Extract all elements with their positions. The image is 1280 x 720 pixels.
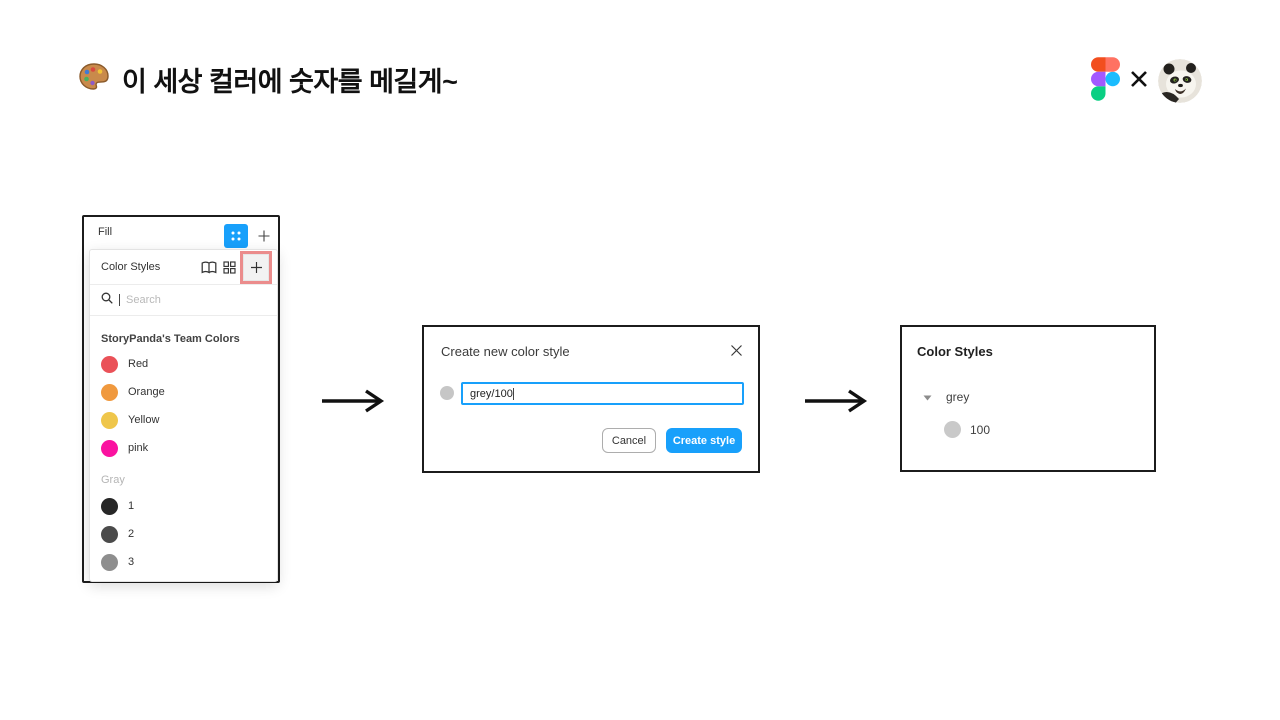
color-style-item-yellow[interactable]: Yellow: [101, 406, 266, 434]
color-style-item-1[interactable]: 1: [101, 492, 266, 520]
color-swatch: [101, 383, 118, 401]
palette-icon: [78, 62, 110, 97]
figma-logo: [1091, 56, 1120, 106]
color-styles-result-panel: Color Styles grey 100: [900, 325, 1156, 472]
dialog-buttons: Cancel Create style: [602, 428, 742, 453]
fill-panel: Fill Color Styles Search: [82, 215, 280, 583]
add-color-style-button[interactable]: [243, 253, 269, 281]
plus-icon: [258, 230, 270, 242]
color-swatch: [101, 497, 118, 515]
color-style-list: StoryPanda's Team Colors Red Orange Yell…: [90, 316, 277, 576]
x-glyph: [1129, 69, 1149, 94]
gray-section-label: Gray: [101, 474, 125, 486]
four-dots-style-icon: [231, 231, 241, 241]
color-swatch: [101, 439, 118, 457]
color-style-item-3[interactable]: 3: [101, 548, 266, 576]
color-style-item-red[interactable]: Red: [101, 350, 266, 378]
color-styles-dropdown: Color Styles Search StoryPanda's Team Co…: [89, 249, 278, 582]
style-picker-button[interactable]: [224, 224, 248, 248]
create-color-style-dialog: Create new color style grey/100 Cancel C…: [422, 325, 760, 473]
style-item-row-100[interactable]: 100: [944, 421, 990, 438]
grid-view-icon[interactable]: [219, 257, 239, 277]
color-swatch: [101, 553, 118, 571]
page-title: 이 세상 컬러에 숫자를 메길게~: [122, 67, 458, 97]
close-icon[interactable]: [729, 343, 744, 358]
caret-down-icon[interactable]: [923, 388, 932, 406]
style-group-row-grey[interactable]: grey: [923, 388, 969, 406]
color-style-item-pink[interactable]: pink: [101, 434, 266, 462]
search-placeholder: Search: [126, 294, 161, 306]
cancel-button[interactable]: Cancel: [602, 428, 656, 453]
team-colors-section-label: StoryPanda's Team Colors: [101, 333, 240, 345]
arrow-right-icon: [320, 388, 388, 419]
color-swatch: [101, 525, 118, 543]
color-style-label: Yellow: [128, 414, 160, 426]
book-library-icon[interactable]: [199, 257, 219, 277]
style-item-label: 100: [970, 422, 991, 437]
color-style-label: 3: [128, 556, 135, 568]
color-swatch: [101, 355, 118, 373]
color-swatch: [101, 411, 118, 429]
color-styles-title: Color Styles: [101, 261, 161, 273]
fill-panel-title: Fill: [98, 226, 113, 238]
panda-avatar: [1158, 59, 1202, 103]
plus-icon: [250, 261, 262, 273]
collab-logos: [1091, 56, 1203, 106]
text-caret: [512, 387, 514, 400]
color-style-item-orange[interactable]: Orange: [101, 378, 266, 406]
color-style-label: 1: [128, 500, 135, 512]
color-style-label: pink: [128, 442, 149, 454]
color-style-label: Red: [128, 358, 149, 370]
color-swatch: [944, 421, 961, 438]
style-name-input[interactable]: grey/100: [461, 382, 744, 405]
dialog-title: Create new color style: [441, 344, 570, 359]
result-panel-title: Color Styles: [917, 344, 993, 359]
page-header: 이 세상 컬러에 숫자를 메길게~: [78, 60, 458, 99]
style-search-input[interactable]: Search: [90, 285, 277, 316]
style-group-label: grey: [946, 390, 970, 404]
new-style-swatch: [440, 386, 454, 400]
search-icon: [101, 291, 113, 309]
text-caret: [119, 294, 120, 306]
arrow-right-icon: [803, 388, 871, 419]
color-style-item-2[interactable]: 2: [101, 520, 266, 548]
style-name-value: grey/100: [470, 387, 513, 400]
color-styles-dropdown-header: Color Styles: [90, 250, 277, 285]
color-style-label: Orange: [128, 386, 165, 398]
color-style-label: 2: [128, 528, 135, 540]
create-style-button[interactable]: Create style: [666, 428, 742, 453]
add-fill-button[interactable]: [256, 228, 272, 244]
